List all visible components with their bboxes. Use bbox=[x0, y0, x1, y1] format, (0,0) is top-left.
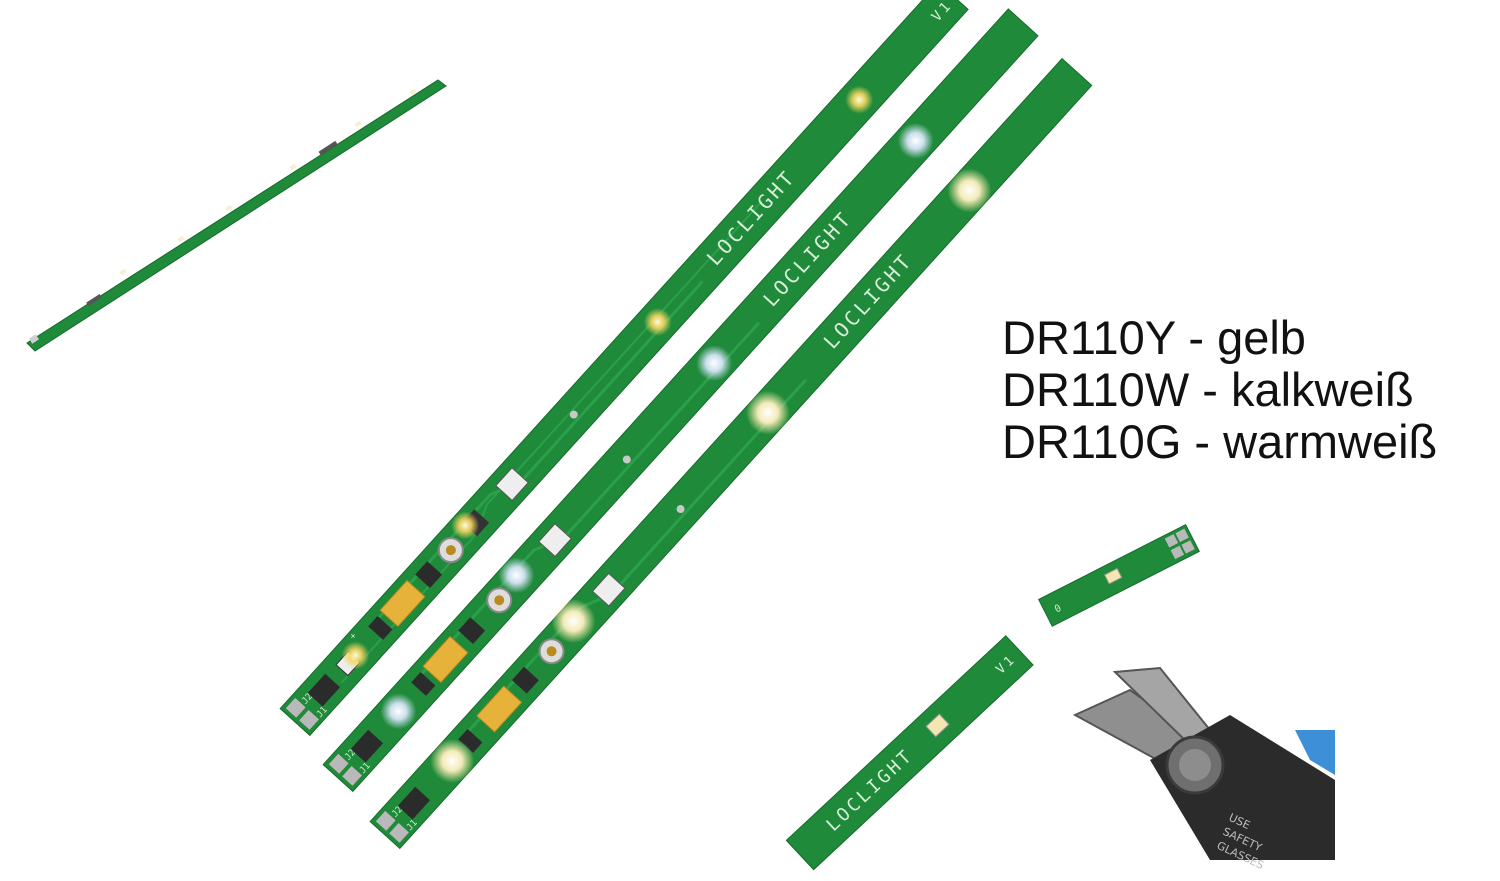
overview-strip bbox=[26, 79, 447, 352]
solder-pad bbox=[328, 753, 349, 774]
led-strip-warmwhite: LOCLIGHT J2 J1 bbox=[369, 57, 1093, 850]
wire-cutter: USE SAFETY GLASSES bbox=[1072, 666, 1335, 872]
led-strip-white: LOCLIGHT J2 J1 bbox=[322, 8, 1039, 793]
pcb-brand-text: LOCLIGHT bbox=[819, 248, 918, 353]
variant-white-label: DR110W - kalkweiß bbox=[1002, 363, 1414, 416]
solder-pad bbox=[285, 697, 306, 718]
led-strip-yellow: LOCLIGHT V1 J2 J1 + bbox=[279, 0, 969, 737]
svg-text:0: 0 bbox=[1053, 603, 1063, 616]
product-variant-list: DR110Y - gelb DR110W - kalkweiß DR110G -… bbox=[1002, 312, 1437, 468]
solder-pad bbox=[375, 810, 396, 831]
svg-text:+: + bbox=[348, 631, 359, 642]
variant-yellow-label: DR110Y - gelb bbox=[1002, 311, 1306, 364]
solder-pad bbox=[342, 766, 362, 786]
pcb-brand-text: LOCLIGHT bbox=[822, 745, 917, 836]
variant-warmwhite-label: DR110G - warmweiß bbox=[1002, 415, 1438, 468]
solder-pad bbox=[299, 710, 319, 730]
cut-piece-small: 0 bbox=[1037, 523, 1200, 627]
cut-piece-long: LOCLIGHT V1 bbox=[785, 635, 1034, 871]
solder-pad bbox=[389, 823, 409, 843]
